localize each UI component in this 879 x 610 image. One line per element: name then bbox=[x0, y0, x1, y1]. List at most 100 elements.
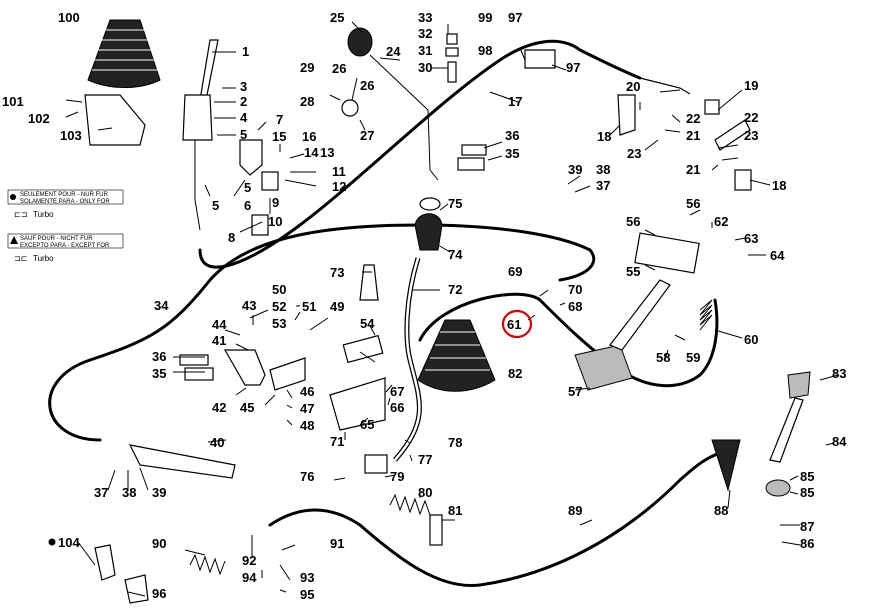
label-88[interactable]: 88 bbox=[714, 503, 728, 518]
label-29[interactable]: 29 bbox=[300, 60, 314, 75]
label-102[interactable]: 102 bbox=[28, 111, 50, 126]
label-41[interactable]: 41 bbox=[212, 333, 226, 348]
label-61[interactable]: 61 bbox=[507, 317, 521, 332]
label-104[interactable]: 104 bbox=[58, 535, 80, 550]
label-70[interactable]: 70 bbox=[568, 282, 582, 297]
label-44[interactable]: 44 bbox=[212, 317, 227, 332]
label-85b[interactable]: 85 bbox=[800, 485, 814, 500]
label-77[interactable]: 77 bbox=[418, 452, 432, 467]
label-73[interactable]: 73 bbox=[330, 265, 344, 280]
label-36b[interactable]: 36 bbox=[152, 349, 166, 364]
label-38b[interactable]: 38 bbox=[122, 485, 136, 500]
label-63[interactable]: 63 bbox=[744, 231, 758, 246]
label-18b[interactable]: 18 bbox=[772, 178, 786, 193]
label-35b[interactable]: 35 bbox=[152, 366, 166, 381]
label-69[interactable]: 69 bbox=[508, 264, 522, 279]
label-94[interactable]: 94 bbox=[242, 570, 257, 585]
label-40[interactable]: 40 bbox=[210, 435, 224, 450]
label-42[interactable]: 42 bbox=[212, 400, 226, 415]
label-43[interactable]: 43 bbox=[242, 298, 256, 313]
label-79[interactable]: 79 bbox=[390, 469, 404, 484]
label-80[interactable]: 80 bbox=[418, 485, 432, 500]
label-100[interactable]: 100 bbox=[58, 10, 80, 25]
label-51[interactable]: 51 bbox=[302, 299, 316, 314]
label-26a[interactable]: 26 bbox=[332, 61, 346, 76]
label-31[interactable]: 31 bbox=[418, 43, 432, 58]
label-52[interactable]: 52 bbox=[272, 299, 286, 314]
label-38a[interactable]: 38 bbox=[596, 162, 610, 177]
label-53[interactable]: 53 bbox=[272, 316, 286, 331]
label-96[interactable]: 96 bbox=[152, 586, 166, 601]
label-11[interactable]: 11 bbox=[332, 164, 346, 179]
label-18a[interactable]: 18 bbox=[597, 129, 611, 144]
label-46[interactable]: 46 bbox=[300, 384, 314, 399]
label-37a[interactable]: 37 bbox=[596, 178, 610, 193]
label-56a[interactable]: 56 bbox=[626, 214, 640, 229]
label-47[interactable]: 47 bbox=[300, 401, 314, 416]
label-12[interactable]: 12 bbox=[332, 179, 346, 194]
label-67[interactable]: 67 bbox=[390, 384, 404, 399]
label-98[interactable]: 98 bbox=[478, 43, 492, 58]
label-89[interactable]: 89 bbox=[568, 503, 582, 518]
label-90[interactable]: 90 bbox=[152, 536, 166, 551]
label-58[interactable]: 58 bbox=[656, 350, 670, 365]
label-5b[interactable]: 5 bbox=[244, 180, 251, 195]
label-17[interactable]: 17 bbox=[508, 94, 522, 109]
label-24[interactable]: 24 bbox=[386, 44, 401, 59]
label-60[interactable]: 60 bbox=[744, 332, 758, 347]
label-1[interactable]: 1 bbox=[242, 44, 249, 59]
label-5a[interactable]: 5 bbox=[240, 127, 247, 142]
label-39a[interactable]: 39 bbox=[568, 162, 582, 177]
label-99[interactable]: 99 bbox=[478, 10, 492, 25]
label-2[interactable]: 2 bbox=[240, 94, 247, 109]
label-22b[interactable]: 22 bbox=[744, 110, 758, 125]
label-16[interactable]: 16 bbox=[302, 129, 316, 144]
label-101[interactable]: 101 bbox=[2, 94, 24, 109]
label-7[interactable]: 7 bbox=[276, 112, 283, 127]
label-26b[interactable]: 26 bbox=[360, 78, 374, 93]
label-64[interactable]: 64 bbox=[770, 248, 785, 263]
label-19[interactable]: 19 bbox=[744, 78, 758, 93]
label-93[interactable]: 93 bbox=[300, 570, 314, 585]
label-55[interactable]: 55 bbox=[626, 264, 640, 279]
label-15[interactable]: 15 bbox=[272, 129, 286, 144]
label-45[interactable]: 45 bbox=[240, 400, 254, 415]
label-39b[interactable]: 39 bbox=[152, 485, 166, 500]
label-83[interactable]: 83 bbox=[832, 366, 846, 381]
label-74[interactable]: 74 bbox=[448, 247, 463, 262]
label-28[interactable]: 28 bbox=[300, 94, 314, 109]
label-65[interactable]: 65 bbox=[360, 417, 374, 432]
label-35a[interactable]: 35 bbox=[505, 146, 519, 161]
label-97a[interactable]: 97 bbox=[508, 10, 522, 25]
label-49[interactable]: 49 bbox=[330, 299, 344, 314]
label-21a[interactable]: 21 bbox=[686, 128, 700, 143]
label-21b[interactable]: 21 bbox=[686, 162, 700, 177]
label-23a[interactable]: 23 bbox=[627, 146, 641, 161]
label-97b[interactable]: 97 bbox=[566, 60, 580, 75]
label-81[interactable]: 81 bbox=[448, 503, 462, 518]
label-22a[interactable]: 22 bbox=[686, 111, 700, 126]
label-66[interactable]: 66 bbox=[390, 400, 404, 415]
label-48[interactable]: 48 bbox=[300, 418, 314, 433]
label-50[interactable]: 50 bbox=[272, 282, 286, 297]
label-71[interactable]: 71 bbox=[330, 434, 344, 449]
label-36a[interactable]: 36 bbox=[505, 128, 519, 143]
label-91[interactable]: 91 bbox=[330, 536, 344, 551]
label-72[interactable]: 72 bbox=[448, 282, 462, 297]
label-32[interactable]: 32 bbox=[418, 26, 432, 41]
label-87[interactable]: 87 bbox=[800, 519, 814, 534]
label-85a[interactable]: 85 bbox=[800, 469, 814, 484]
label-6[interactable]: 6 bbox=[244, 198, 251, 213]
label-25[interactable]: 25 bbox=[330, 10, 344, 25]
label-59[interactable]: 59 bbox=[686, 350, 700, 365]
label-103[interactable]: 103 bbox=[60, 128, 82, 143]
label-84[interactable]: 84 bbox=[832, 434, 847, 449]
label-8[interactable]: 8 bbox=[228, 230, 235, 245]
label-56b[interactable]: 56 bbox=[686, 196, 700, 211]
label-20[interactable]: 20 bbox=[626, 79, 640, 94]
label-86[interactable]: 86 bbox=[800, 536, 814, 551]
label-13[interactable]: 13 bbox=[320, 145, 334, 160]
label-54[interactable]: 54 bbox=[360, 316, 375, 331]
label-23b[interactable]: 23 bbox=[744, 128, 758, 143]
label-34[interactable]: 34 bbox=[154, 298, 169, 313]
